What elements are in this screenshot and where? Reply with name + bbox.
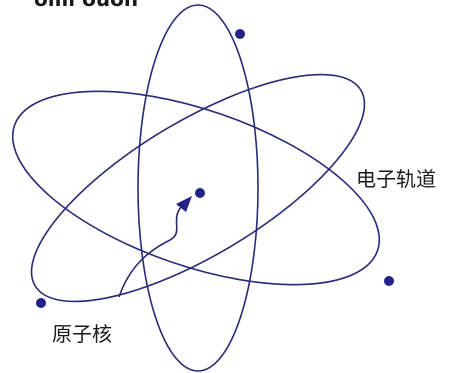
orbit-vertical bbox=[138, 5, 258, 371]
nucleus-dot bbox=[195, 188, 205, 198]
top-partial-text: ollil ouon bbox=[34, 0, 138, 11]
electron-right bbox=[384, 276, 394, 286]
nucleus-pointer-line bbox=[119, 204, 184, 297]
nucleus-label: 原子核 bbox=[52, 322, 112, 346]
orbit-ascending bbox=[1, 33, 396, 344]
orbits bbox=[0, 5, 403, 371]
electron-left bbox=[36, 298, 46, 308]
orbit-label: 电子轨道 bbox=[356, 167, 436, 191]
electron-top bbox=[235, 29, 245, 39]
orbit-descending bbox=[0, 52, 403, 325]
